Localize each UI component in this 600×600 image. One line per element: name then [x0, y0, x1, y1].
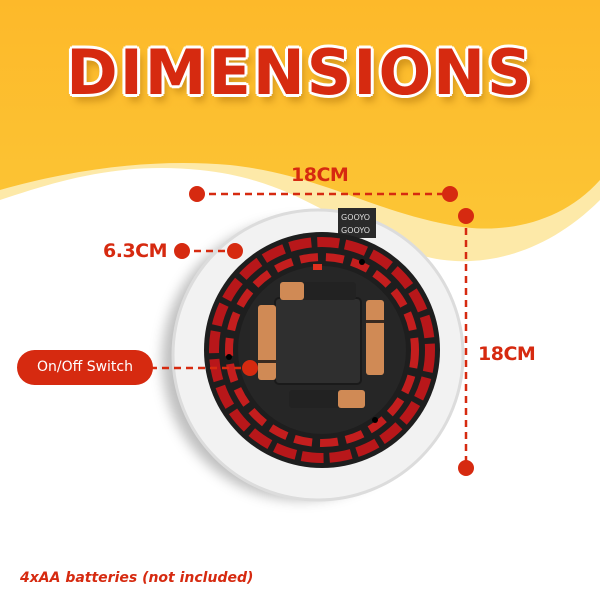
- battery-note: 4xAA batteries (not included): [20, 570, 254, 586]
- height-marker-bottom: [458, 460, 474, 476]
- switch-marker: [242, 360, 258, 376]
- page-title: DIMENSIONS: [66, 36, 534, 109]
- width-marker-left: [189, 186, 205, 202]
- on-off-switch[interactable]: [313, 264, 322, 270]
- svg-text:GOOYO: GOOYO: [341, 226, 370, 235]
- battery-bottom: [289, 390, 365, 408]
- height-label: 18CM: [478, 343, 536, 365]
- battery-top: [280, 282, 356, 300]
- svg-text:GOOYO: GOOYO: [341, 213, 370, 222]
- depth-marker-left: [174, 243, 190, 259]
- battery-left: [258, 305, 276, 380]
- width-marker-right: [442, 186, 458, 202]
- depth-label: 6.3CM: [103, 240, 168, 262]
- on-off-switch-callout: On/Off Switch: [18, 351, 152, 384]
- depth-marker-right: [227, 243, 243, 259]
- brand-sticker: GOOYO GOOYO: [338, 208, 376, 238]
- battery-right: [366, 300, 384, 375]
- width-label: 18CM: [291, 164, 349, 186]
- height-marker-top: [458, 208, 474, 224]
